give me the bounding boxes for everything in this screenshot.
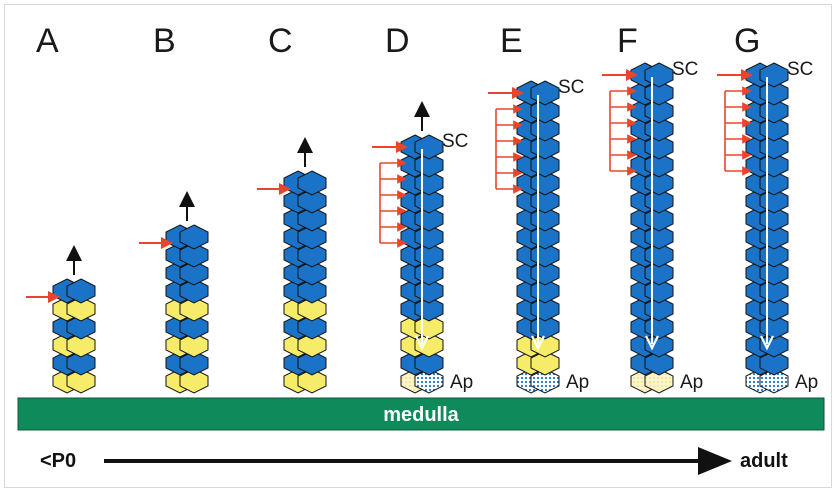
panel-letter: D: [385, 22, 410, 60]
timeline-arrowhead: [698, 447, 732, 475]
column-cell: [414, 350, 444, 376]
column-cell: [297, 260, 327, 286]
ap-cell: [644, 368, 674, 394]
column-cell: [297, 224, 327, 250]
column-cell: [179, 278, 209, 304]
ap-label: Ap: [795, 372, 818, 393]
figure-frame: [4, 4, 832, 488]
white-arrowhead: [415, 335, 429, 351]
column-cell: [179, 368, 209, 394]
column-cell: [759, 350, 789, 376]
column-cell: [297, 170, 327, 196]
column-cell: [297, 206, 327, 232]
column-cell: [179, 224, 209, 250]
column-cell: [297, 350, 327, 376]
panel-letter: F: [617, 22, 638, 60]
column-cell: [66, 368, 96, 394]
column-cell: [66, 296, 96, 322]
column-cell: [297, 314, 327, 340]
panel-letter: E: [500, 22, 523, 60]
timeline-end-label: adult: [740, 450, 788, 472]
column-cell: [179, 260, 209, 286]
panel-letter: G: [734, 22, 760, 60]
column-cell: [179, 314, 209, 340]
ap-cell: [759, 368, 789, 394]
white-arrowhead: [645, 335, 659, 351]
medulla-label: medulla: [383, 404, 459, 426]
column-cell: [297, 242, 327, 268]
ap-label: Ap: [680, 372, 703, 393]
column-cell: [179, 332, 209, 358]
column-cell: [297, 278, 327, 304]
column-cell: [66, 278, 96, 304]
column-cell: [66, 350, 96, 376]
column-cell: [297, 368, 327, 394]
column-cell: [179, 350, 209, 376]
column-cell: [644, 350, 674, 376]
sc-label: SC: [672, 59, 698, 80]
ap-cell: [530, 368, 560, 394]
ap-label: Ap: [450, 372, 473, 393]
panel-letter: A: [36, 22, 59, 60]
column-cell: [297, 332, 327, 358]
medulla-bar: [17, 397, 825, 431]
white-arrowhead: [760, 335, 774, 351]
column-cell: [297, 296, 327, 322]
panel-letter: B: [153, 22, 176, 60]
white-arrowhead: [531, 335, 545, 351]
panel-letter: C: [268, 22, 293, 60]
ap-cell: [414, 368, 444, 394]
column-cell: [297, 188, 327, 214]
column-cell: [530, 350, 560, 376]
column-cell: [179, 296, 209, 322]
sc-label: SC: [558, 77, 584, 98]
column-cell: [179, 242, 209, 268]
timeline-start-label: <P0: [40, 450, 76, 472]
sc-label: SC: [442, 131, 468, 152]
ap-label: Ap: [566, 372, 589, 393]
column-cell: [66, 332, 96, 358]
column-cell: [66, 314, 96, 340]
sc-label: SC: [787, 59, 813, 80]
